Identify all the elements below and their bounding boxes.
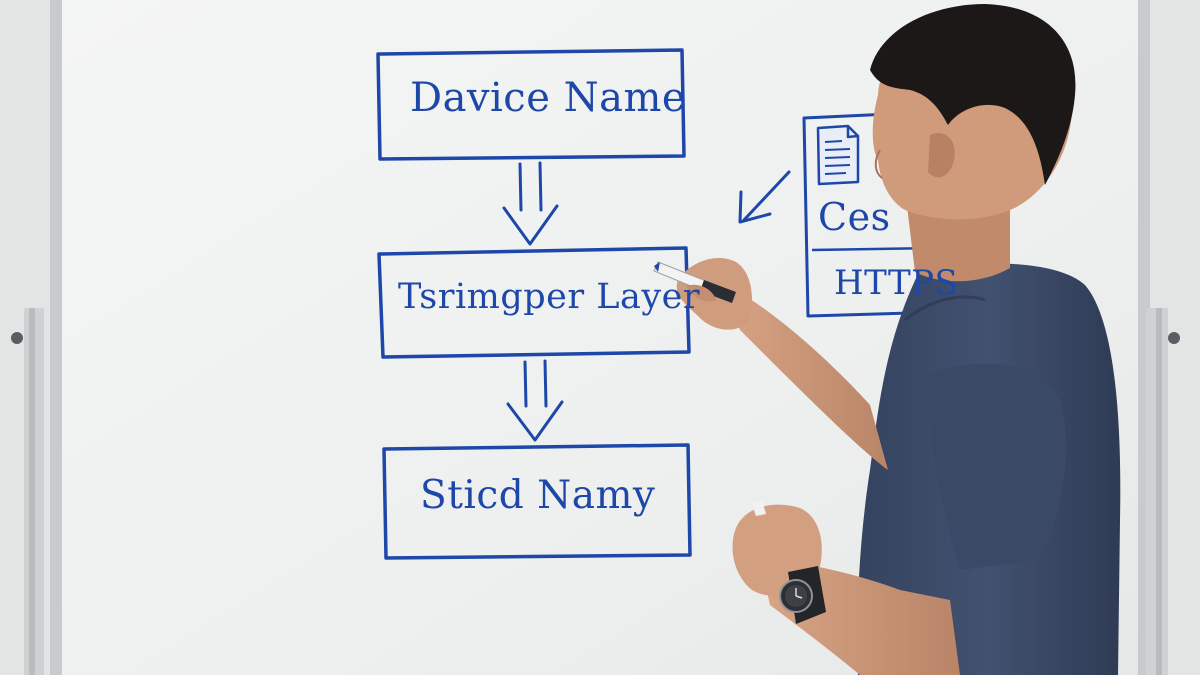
flow-step-1-label: Davice Name (410, 75, 687, 121)
arrow-down-left-icon (738, 170, 791, 224)
wristwatch-icon (779, 566, 826, 624)
document-icon (816, 124, 860, 186)
person (653, 4, 1121, 675)
note-line-1: Ces (818, 195, 891, 239)
flow-box-device-name (376, 48, 686, 161)
flow-box-layer (377, 246, 691, 359)
sleeve (929, 363, 1067, 570)
note-line-2: HTTPS (834, 263, 959, 303)
flow-box-stored-name (382, 443, 692, 560)
arrow-down-icon (502, 161, 559, 246)
flow-step-2-label: Tsrimgper Layer (398, 277, 701, 317)
flow-step-3-label: Sticd Namy (420, 473, 656, 518)
right-board-stand (1146, 308, 1180, 675)
raised-arm (720, 282, 888, 470)
hair (870, 4, 1076, 185)
left-board-stand (11, 308, 44, 675)
marker-pen (653, 261, 736, 303)
ear (928, 132, 955, 178)
arrow-down-icon (506, 359, 564, 442)
